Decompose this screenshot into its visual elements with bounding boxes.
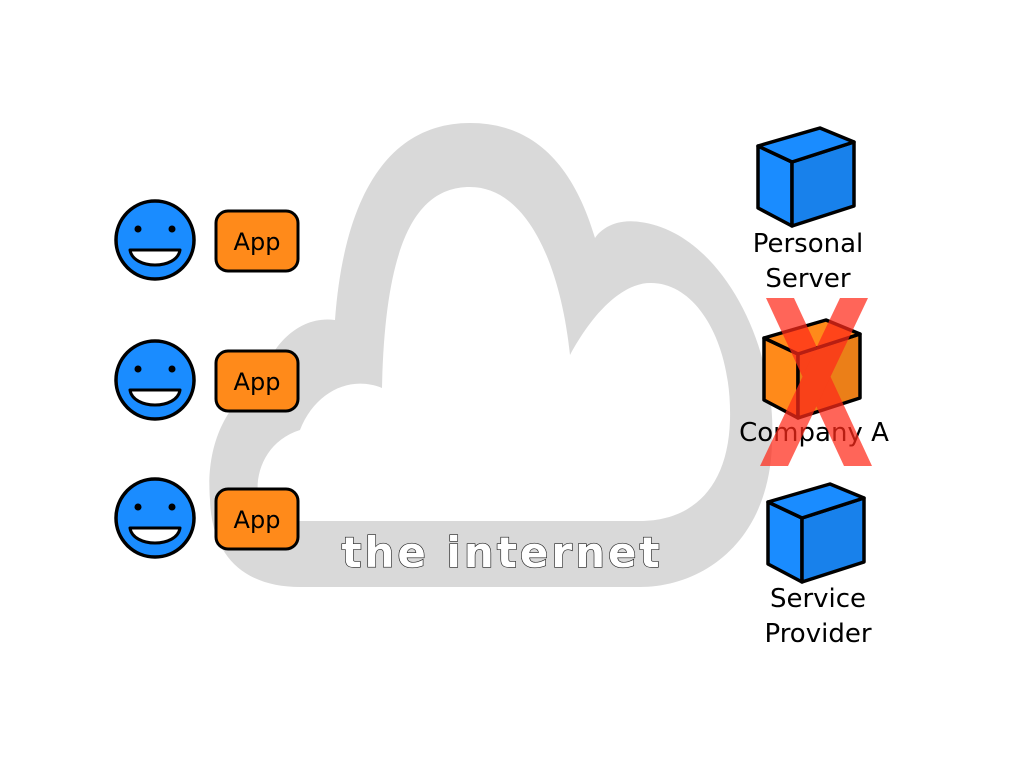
app-label: App (234, 228, 281, 256)
user-row: App (114, 477, 300, 559)
internet-cloud: the internet (209, 123, 773, 587)
server-node: Company A (739, 298, 889, 466)
smiley-face-icon (114, 199, 196, 281)
server-label: Company A (739, 418, 889, 448)
app-label: App (234, 506, 281, 534)
server-box-icon (756, 126, 856, 228)
server-label: Provider (764, 619, 871, 649)
cloud-label: the internet (341, 528, 662, 577)
server-box-icon (766, 482, 866, 584)
cross-out-icon (760, 298, 872, 466)
smiley-face-icon (114, 477, 196, 559)
server-label: Personal (753, 229, 864, 259)
server-label: Service (770, 584, 866, 614)
user-row: App (114, 339, 300, 421)
app-button[interactable]: App (214, 349, 300, 413)
user-row: App (114, 199, 300, 281)
server-label: Server (765, 264, 851, 294)
smiley-face-icon (114, 339, 196, 421)
app-label: App (234, 368, 281, 396)
app-button[interactable]: App (214, 487, 300, 551)
app-button[interactable]: App (214, 209, 300, 273)
